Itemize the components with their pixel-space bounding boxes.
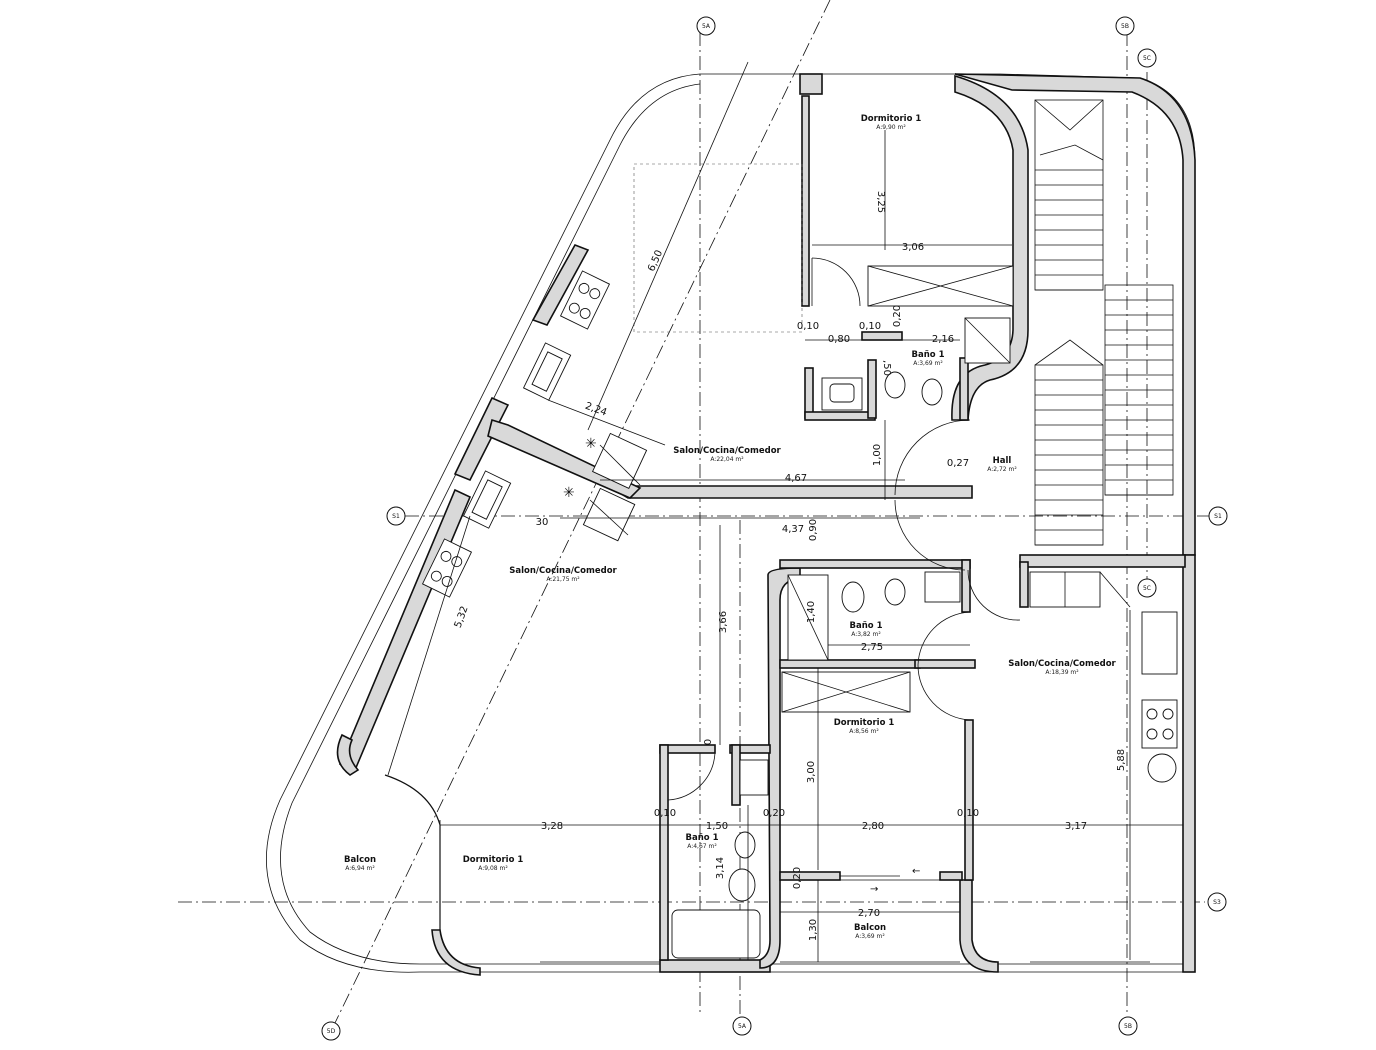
- dimension-lines: [387, 61, 1183, 962]
- svg-text:→: →: [870, 884, 878, 895]
- balcony-edge: [384, 774, 441, 930]
- dim-000: 0: [703, 739, 714, 745]
- svg-text:5B: 5B: [1124, 1023, 1132, 1030]
- dim-010d: 0,10: [957, 808, 979, 819]
- overhead-outline: [633, 163, 803, 333]
- dim-314: 3,14: [715, 857, 726, 879]
- dim-275: 2,75: [861, 642, 883, 653]
- dim-010a: 0,10: [797, 321, 819, 332]
- room-name-dorm-c: Dormitorio 1: [463, 855, 524, 865]
- axis-lines: [178, 0, 1210, 1026]
- svg-text:←: ←: [912, 866, 920, 877]
- dim-150: 1,50: [706, 821, 728, 832]
- dim-020b: 0,20: [792, 867, 803, 889]
- dim-020a: 0,20: [763, 808, 785, 819]
- room-area-dorm-c: A:9,08 m²: [478, 865, 508, 872]
- room-name-bano-a: Baño 1: [912, 350, 945, 360]
- room-name-hall: Hall: [993, 456, 1012, 466]
- dim-437: 4,37: [782, 524, 804, 535]
- svg-text:S1: S1: [1214, 513, 1222, 520]
- room-name-balcon-b: Balcon: [854, 923, 886, 933]
- dim-588: 5,88: [1116, 749, 1127, 771]
- dim-280: 2,80: [862, 821, 884, 832]
- dim-140: 1,40: [806, 601, 817, 623]
- axis-marker-left: S1: [386, 506, 406, 526]
- dim-270: 2,70: [858, 908, 880, 919]
- dim-080: 0,80: [828, 334, 850, 345]
- dim-030: 30: [536, 517, 549, 528]
- room-name-dorm-a: Dormitorio 1: [861, 114, 922, 124]
- dim-306: 3,06: [902, 242, 924, 253]
- room-name-bano-c: Baño 1: [686, 833, 719, 843]
- axis-marker-top-c: 5C: [1137, 48, 1157, 68]
- svg-text:5A: 5A: [702, 23, 711, 30]
- room-area-dorm-b: A:8,56 m²: [849, 728, 879, 735]
- room-area-bano-c: A:4,67 m²: [687, 843, 717, 850]
- dim-328: 3,28: [541, 821, 563, 832]
- room-area-salon-c: A:18,39 m²: [1045, 669, 1079, 676]
- axis-marker-top-a: 5A: [696, 16, 716, 36]
- exterior-walls: [265, 73, 1196, 976]
- dim-010c: 0,10: [654, 808, 676, 819]
- axis-marker-mid-c: 5C: [1137, 578, 1157, 598]
- fixtures: ✳ ✳ ✳: [421, 257, 1178, 963]
- dim-130: 1,30: [808, 919, 819, 941]
- axis-markers: 5A 5B 5C S1 S1 S3 5C 5D: [321, 16, 1228, 1041]
- axis-marker-top-b: 5B: [1115, 16, 1135, 36]
- room-name-salon-b: Salon/Cocina/Comedor: [509, 566, 617, 576]
- dim-150a: ,50: [881, 360, 892, 376]
- room-name-salon-a: Salon/Cocina/Comedor: [673, 446, 781, 456]
- axis-marker-right: S1: [1208, 506, 1228, 526]
- dim-325: 3,25: [875, 191, 886, 213]
- axis-marker-bottom-b: 5A: [732, 1016, 752, 1036]
- interior-walls: [487, 95, 1029, 961]
- dim-010b: 0,10: [859, 321, 881, 332]
- svg-text:5D: 5D: [327, 1028, 336, 1035]
- dim-216: 2,16: [932, 334, 954, 345]
- dim-090: 0,90: [808, 519, 819, 541]
- dim-100: 1,00: [872, 444, 883, 466]
- room-area-balcon-b: A:3,69 m²: [855, 933, 885, 940]
- dim-300: 3,00: [806, 761, 817, 783]
- svg-text:S3: S3: [1213, 899, 1221, 906]
- dim-020c: 0,20: [892, 305, 903, 327]
- room-name-balcon-a: Balcon: [344, 855, 376, 865]
- svg-text:5C: 5C: [1143, 55, 1151, 62]
- dim-027: 0,27: [947, 458, 969, 469]
- svg-text:5A: 5A: [738, 1023, 747, 1030]
- dim-467: 4,67: [785, 473, 807, 484]
- svg-text:S1: S1: [392, 513, 400, 520]
- room-area-hall: A:2,72 m²: [987, 466, 1017, 473]
- svg-text:5B: 5B: [1121, 23, 1129, 30]
- dim-224: 2,24: [584, 401, 609, 419]
- room-area-salon-a: A:22,04 m²: [710, 456, 744, 463]
- room-area-bano-a: A:3,69 m²: [913, 360, 943, 367]
- room-labels: Dormitorio 1 A:9,90 m² Baño 1 A:3,69 m² …: [344, 114, 1117, 940]
- staircase: [1034, 99, 1174, 546]
- dim-532: 5,32: [453, 605, 471, 630]
- dimension-labels: 6,50 3,25 3,06 0,10 0,80 0,10 2,16 ,50 2…: [453, 191, 1127, 941]
- dim-317: 3,17: [1065, 821, 1087, 832]
- svg-text:✳: ✳: [563, 485, 575, 501]
- axis-marker-right-low: S3: [1207, 892, 1227, 912]
- room-area-balcon-a: A:6,94 m²: [345, 865, 375, 872]
- room-area-salon-b: A:21,75 m²: [546, 576, 580, 583]
- svg-text:✳: ✳: [585, 436, 597, 452]
- axis-marker-bottom-a: 5D: [321, 1021, 341, 1041]
- room-area-bano-b: A:3,82 m²: [851, 631, 881, 638]
- dim-650: 6,50: [646, 249, 665, 274]
- room-name-bano-b: Baño 1: [850, 621, 883, 631]
- axis-marker-bottom-c: 5B: [1118, 1016, 1138, 1036]
- room-name-dorm-b: Dormitorio 1: [834, 718, 895, 728]
- dim-366: 3,66: [718, 611, 729, 633]
- room-area-dorm-a: A:9,90 m²: [876, 124, 906, 131]
- svg-text:5C: 5C: [1143, 585, 1151, 592]
- room-name-salon-c: Salon/Cocina/Comedor: [1008, 659, 1116, 669]
